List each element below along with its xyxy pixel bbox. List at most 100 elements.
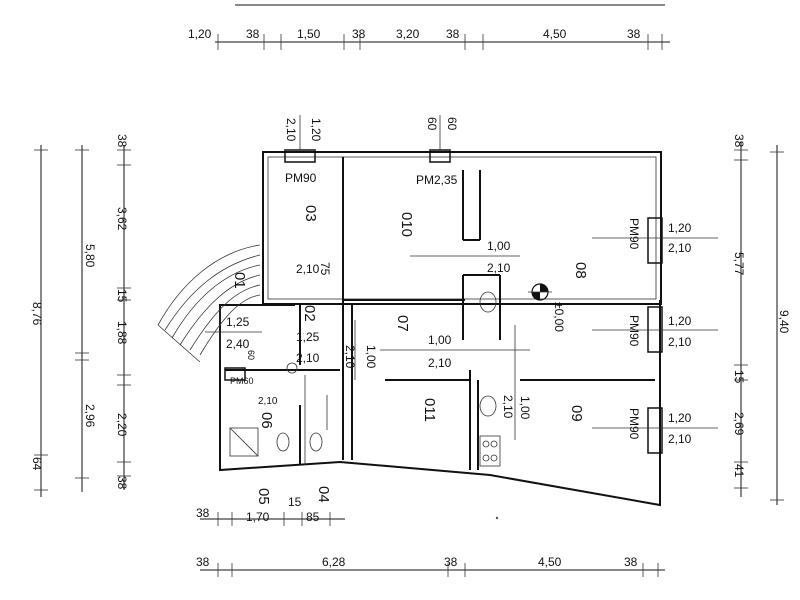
- dim-right-inner-5: 41: [732, 464, 746, 478]
- window-code-1: PM90: [285, 171, 317, 185]
- dim-top-1: 1,20: [188, 27, 212, 41]
- dim-left-inner-2: 1,88: [115, 321, 129, 345]
- opening-6-h: 2,10: [258, 396, 278, 407]
- dim-right-inner-2: 5,77: [732, 252, 746, 276]
- dim-bottom-outer-2: 6,28: [322, 555, 346, 569]
- dim-left-overall: 8,76: [30, 302, 44, 326]
- left-outer-dimension: 8,76 64: [30, 145, 48, 497]
- dim-top-4: 38: [352, 27, 366, 41]
- vopening-3: 2,10: [501, 395, 515, 419]
- room-07: 07: [394, 315, 411, 332]
- fixtures: [229, 291, 501, 467]
- opening-6-w: 60: [246, 350, 256, 360]
- dim-right-inner-4: 2,69: [732, 412, 746, 436]
- dim-left-mid-2: 5,80: [83, 244, 97, 268]
- room-011: 011: [421, 398, 438, 422]
- dim-top-2: 38: [246, 27, 260, 41]
- window-size-5-w: 1,20: [668, 411, 692, 425]
- window-size-5-h: 2,10: [668, 432, 692, 446]
- dim-bottom-inner-1: 38: [196, 506, 210, 520]
- opening-3-h: 2,40: [226, 337, 250, 351]
- window-size-2-w: 60: [445, 117, 459, 131]
- window-size-2-h: 60: [425, 117, 439, 131]
- dim-bottom-inner-3: 15: [288, 495, 302, 509]
- dim-bottom-inner-2: 1,70: [246, 510, 270, 524]
- dim-right-overall: 9,40: [777, 310, 791, 334]
- window-code-small: PM60: [230, 376, 254, 386]
- dim-left-inner-4: 38: [115, 476, 129, 490]
- opening-4-w: 1,25: [296, 330, 320, 344]
- opening-1-w: 1,00: [487, 239, 511, 253]
- window-code-3: PM90: [627, 218, 641, 250]
- window-size-3-h: 2,10: [668, 241, 692, 255]
- window-size-4-h: 2,10: [668, 335, 692, 349]
- vopening-4: 1,00: [518, 396, 532, 420]
- vopening-2: 1,00: [364, 345, 378, 369]
- top-dimension-line: 1,20 38 1,50 38 3,20 38 4,50 38: [188, 27, 670, 50]
- interior-walls: [225, 157, 655, 470]
- dim-bottom-outer-1: 38: [196, 555, 210, 569]
- room-010: 010: [398, 212, 415, 237]
- dim-left-mid-4: 2,96: [83, 404, 97, 428]
- left-mid-dimension: 38 5,80 15 2,96: [75, 134, 129, 492]
- toilet-icon: [276, 432, 290, 452]
- room-04: 04: [315, 486, 332, 503]
- dim-left-inner-3: 2,20: [115, 413, 129, 437]
- room-labels: 03 010 08 01 02 07 011 09 06 05 04: [231, 205, 589, 505]
- dim-right-inner-1: 38: [732, 134, 746, 148]
- dim-bottom-inner-4: 85: [306, 510, 320, 524]
- dim-bottom-outer-5: 38: [624, 555, 638, 569]
- bottom-outer-dimension: 38 6,28 38 4,50 38: [196, 555, 665, 577]
- right-outer-dimension: 9,40: [770, 145, 791, 505]
- dim-top-5: 3,20: [396, 27, 420, 41]
- window-size-3-w: 1,20: [668, 221, 692, 235]
- window-labels: PM90 1,20 2,10 PM2,35 60 60 PM90 1,20 2,…: [230, 115, 718, 446]
- opening-5-w: 75: [318, 262, 332, 276]
- staircase: [157, 244, 261, 363]
- dim-left-inner-1: 3,62: [115, 207, 129, 231]
- level-marker: ±0,00: [528, 283, 566, 332]
- room-08: 08: [572, 262, 589, 279]
- opening-labels: 1,00 2,10 1,00 2,10 1,25 2,40 1,25 2,10 …: [205, 239, 530, 407]
- level-label: ±0,00: [552, 302, 566, 332]
- room-02: 02: [301, 305, 318, 322]
- dim-top-8: 38: [627, 27, 641, 41]
- washbasin-icon: [479, 395, 497, 417]
- vopening-1: 2,10: [343, 345, 357, 369]
- opening-4-h: 2,10: [296, 351, 320, 365]
- dim-bottom-outer-3: 38: [444, 555, 458, 569]
- opening-5-h: 2,10: [296, 262, 320, 276]
- right-inner-dimension: 38 5,77 15 2,69 41: [732, 134, 748, 497]
- window-markers: [224, 149, 663, 454]
- dim-bottom-outer-4: 4,50: [538, 555, 562, 569]
- opening-3-w: 1,25: [226, 315, 250, 329]
- window-size-1-w: 1,20: [309, 118, 323, 142]
- room-09: 09: [568, 405, 585, 422]
- room-05: 05: [255, 488, 272, 505]
- dim-top-7: 4,50: [543, 27, 567, 41]
- dim-left-foundation: 64: [30, 457, 44, 471]
- room-03: 03: [302, 205, 319, 222]
- dim-left-mid-1: 38: [115, 134, 129, 148]
- dim-left-mid-3: 15: [115, 289, 129, 303]
- window-size-4-w: 1,20: [668, 314, 692, 328]
- room-06: 06: [258, 412, 275, 429]
- room-01: 01: [231, 272, 248, 289]
- toilet-icon: [286, 362, 298, 374]
- toilet-icon: [309, 432, 323, 452]
- window-code-5: PM90: [627, 408, 641, 440]
- building-outline: [219, 151, 662, 507]
- shower-icon: [229, 427, 259, 457]
- opening-2-h: 2,10: [428, 356, 452, 370]
- window-size-1-h: 2,10: [284, 118, 298, 142]
- washbasin-icon: [479, 291, 497, 313]
- stove-icon: [479, 435, 501, 467]
- bottom-inner-dimension: 38 1,70 15 85: [196, 495, 345, 526]
- dim-top-3: 1,50: [297, 27, 321, 41]
- stray-mark: [495, 516, 499, 520]
- left-inner-dimension: 3,62 1,88 2,20 38: [115, 145, 131, 490]
- window-code-2: PM2,35: [416, 173, 458, 187]
- vertical-opening-labels: 2,10 1,00 2,10 1,00: [304, 320, 532, 465]
- opening-2-w: 1,00: [428, 333, 452, 347]
